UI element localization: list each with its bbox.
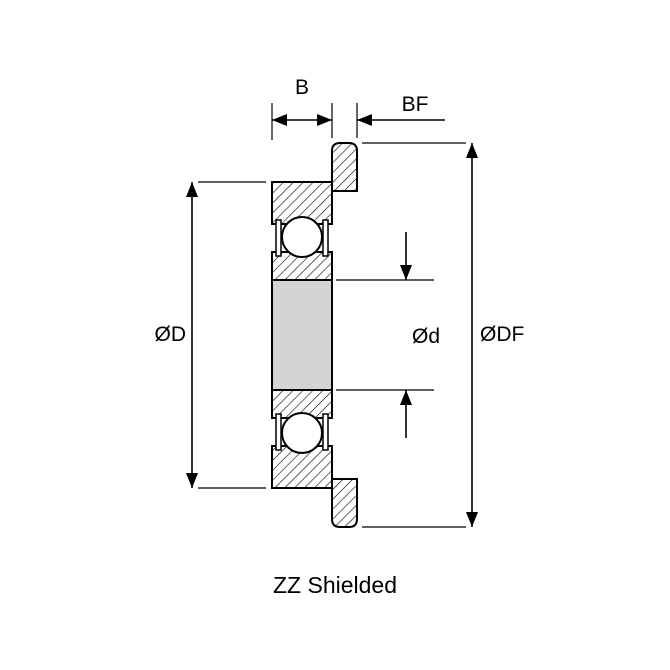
shield-top-right [322,219,329,257]
dimension-outer-diameter-od: ØD [155,181,266,489]
flange-tab-bottom [331,478,358,528]
dimension-bore-diameter-d: Ød [336,232,440,438]
caption: ZZ Shielded [273,572,397,598]
ball-top [281,216,323,258]
dimension-flange-diameter-odf: ØDF [362,142,524,528]
shield-bottom-left [275,413,282,451]
shield-top-left [275,219,282,257]
bore-cylinder [271,279,333,391]
flange-tab-top [331,142,358,192]
shield-bottom-right [322,413,329,451]
outer-diameter-label: ØD [155,323,187,346]
bearing-cross-section [271,142,358,528]
flange-width-label: BF [402,93,429,116]
dimension-width-b: B [271,76,333,140]
dimension-flange-width-bf: BF [356,93,445,138]
ball-bottom [281,412,323,454]
flange-diameter-label: ØDF [480,323,524,346]
bore-diameter-label: Ød [412,325,440,348]
width-label: B [295,76,309,99]
